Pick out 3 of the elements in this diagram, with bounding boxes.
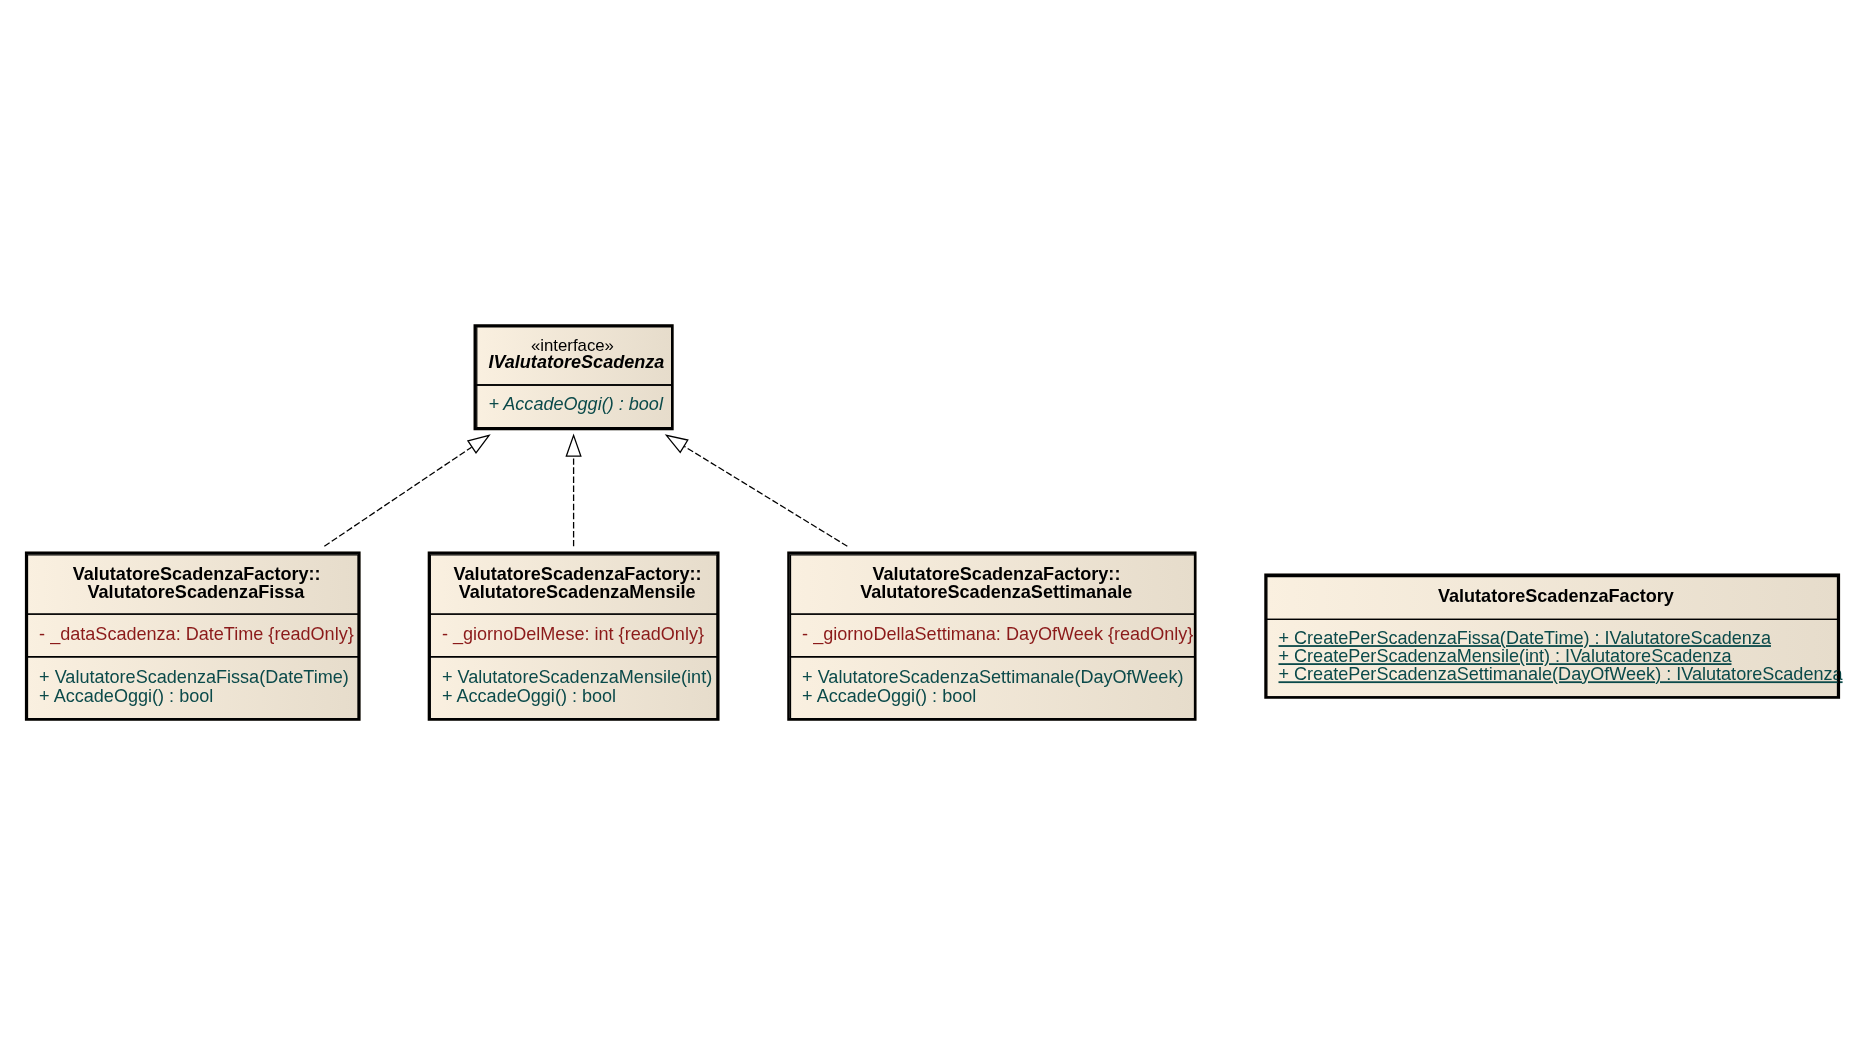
arrow xyxy=(323,433,491,547)
arrow xyxy=(565,432,582,547)
arrow xyxy=(664,433,848,547)
